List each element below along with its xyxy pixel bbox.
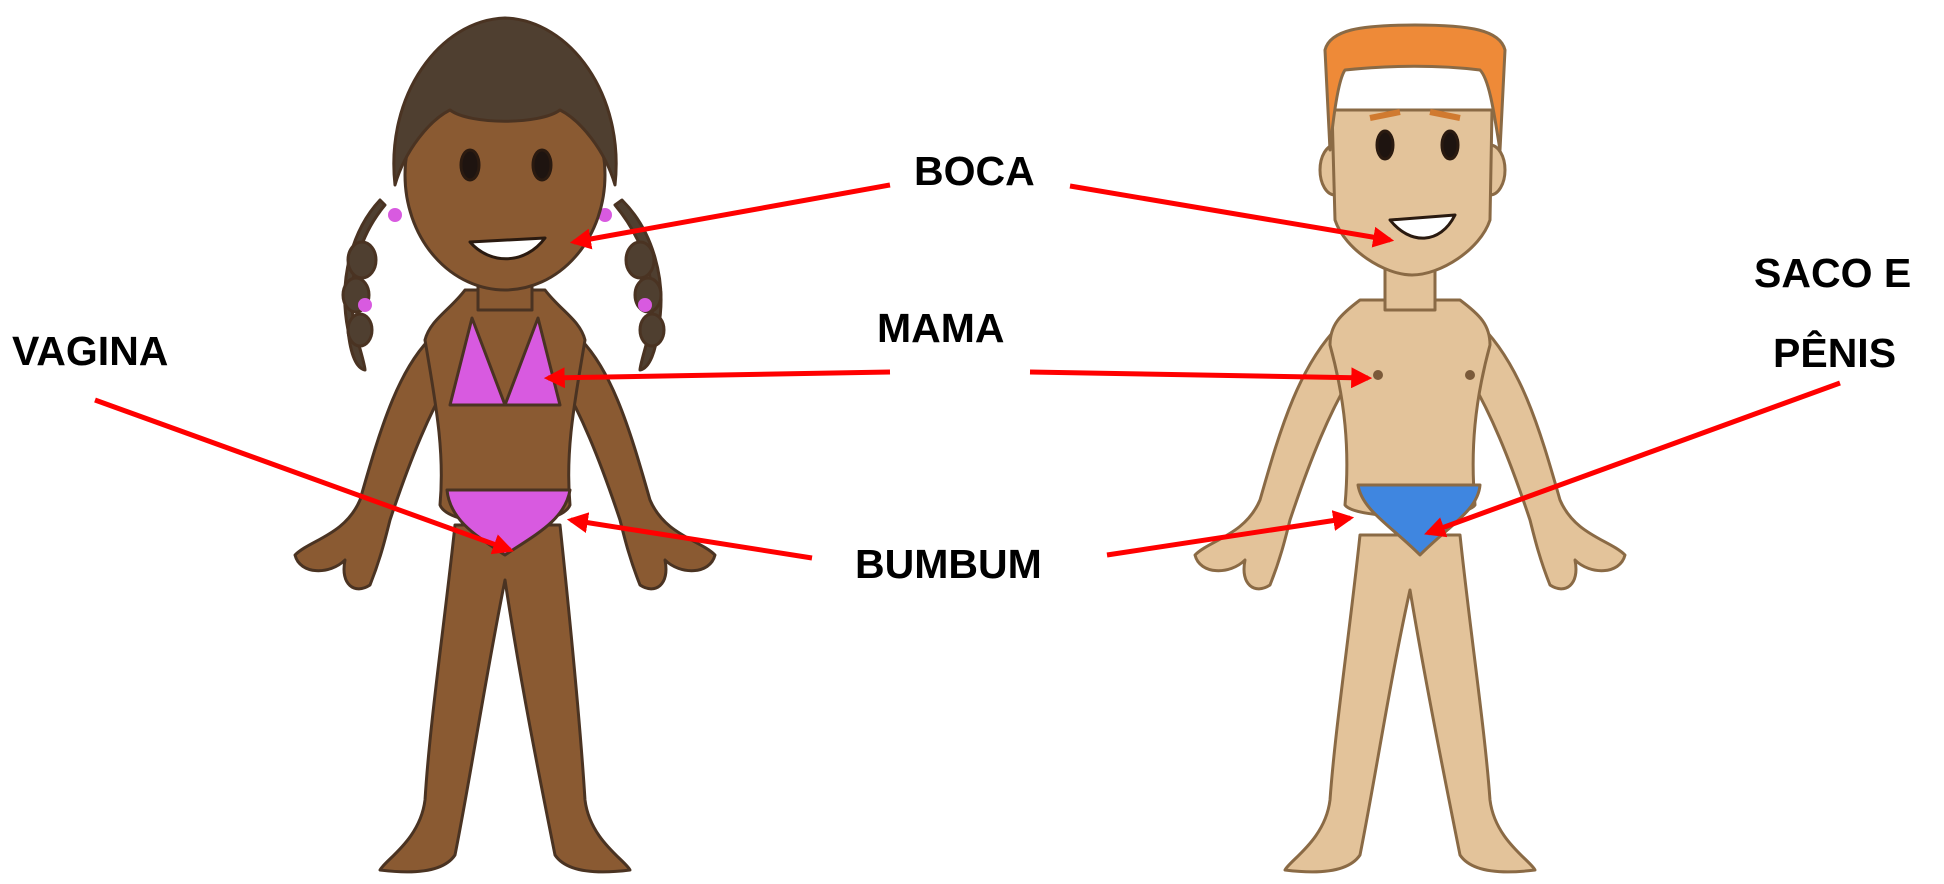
boy-figure: [1195, 25, 1625, 872]
boy-legs: [1285, 535, 1535, 872]
girl-legs: [380, 525, 630, 872]
label-saco-e: SACO E: [1754, 253, 1911, 294]
label-vagina: VAGINA: [12, 331, 168, 372]
boy-head: [1332, 110, 1492, 275]
girl-figure: [295, 18, 715, 872]
label-mama: MAMA: [877, 308, 1005, 349]
label-penis: PÊNIS: [1773, 333, 1896, 374]
label-boca: BOCA: [914, 151, 1035, 192]
label-bumbum: BUMBUM: [855, 544, 1042, 585]
